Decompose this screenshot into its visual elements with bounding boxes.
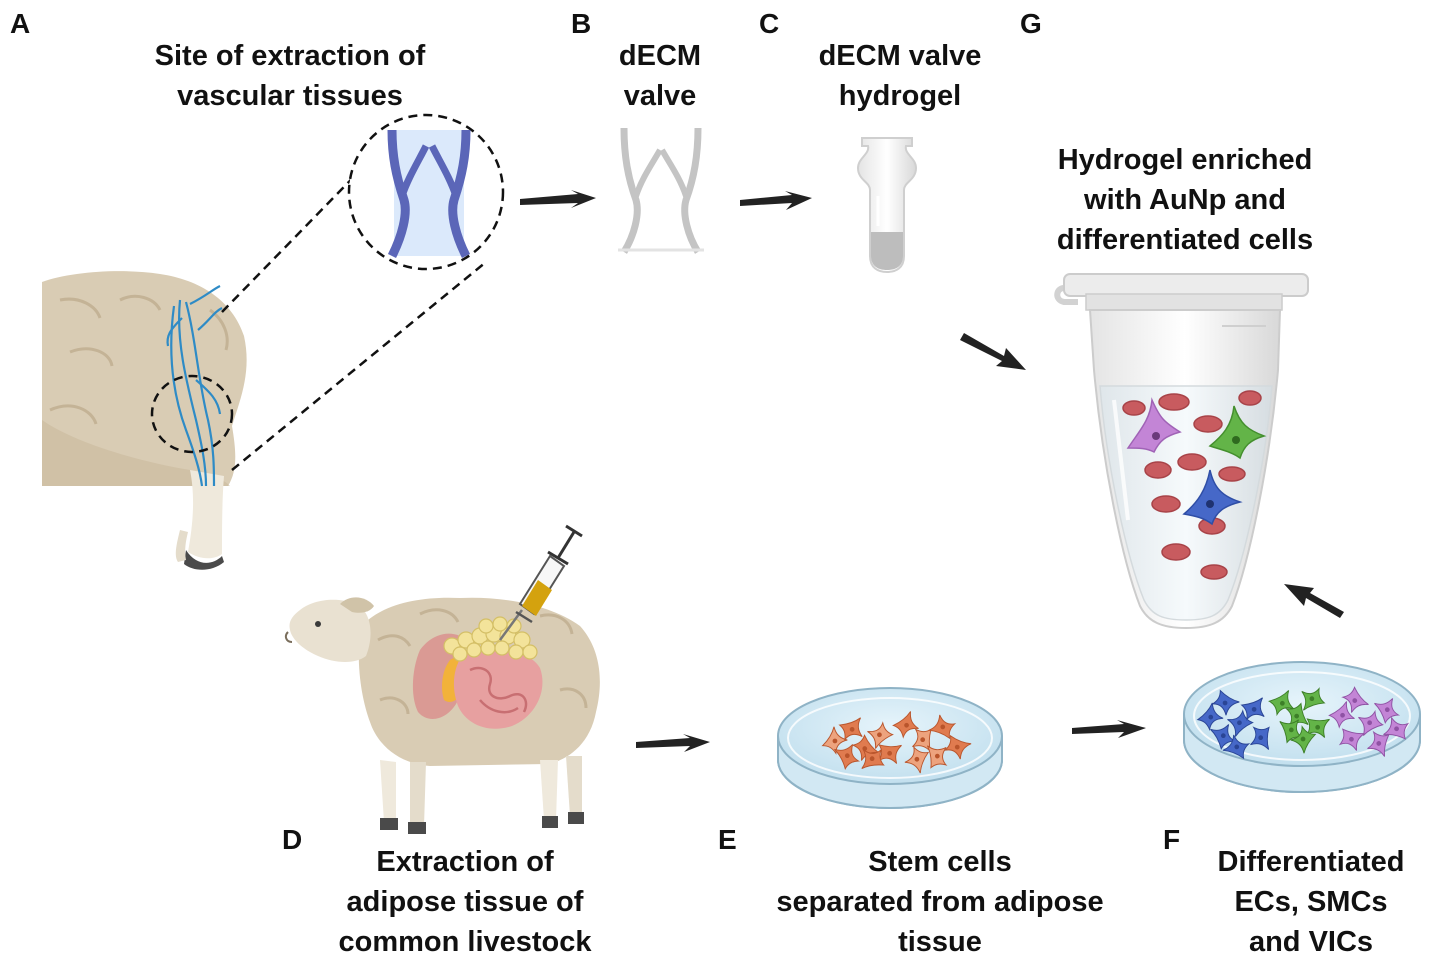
arrow-icon xyxy=(740,191,812,210)
caption-g-line-3: differentiated cells xyxy=(1056,224,1314,256)
panel-letter-a: A xyxy=(10,8,31,39)
caption-d-line-3: common livestock xyxy=(338,926,592,958)
decm-valve-icon xyxy=(618,127,704,254)
arrow-icon xyxy=(960,333,1026,370)
eppendorf-tube-icon xyxy=(1054,273,1309,630)
caption-d-line-1: Extraction of xyxy=(376,846,554,878)
caption-f-line-3: and VICs xyxy=(1248,926,1374,958)
caption-a-line-1: Site of extraction of xyxy=(154,40,426,72)
panel-letter-b: B xyxy=(571,8,592,39)
endothelial-cell xyxy=(1210,724,1237,750)
endothelial-cell xyxy=(1222,734,1251,760)
caption-e-line-1: Stem cells xyxy=(868,846,1012,878)
endothelial-cell xyxy=(1250,726,1270,750)
caption-f: Differentiated ECs, SMCs and VICs xyxy=(1196,842,1426,962)
stem-cell xyxy=(928,714,957,740)
arrow-icon xyxy=(520,190,596,208)
smooth-muscle-cell xyxy=(1306,718,1330,738)
stem-cell xyxy=(878,744,902,764)
caption-d: Extraction of adipose tissue of common l… xyxy=(300,842,630,962)
panel-letter-d: D xyxy=(282,824,303,855)
arrow-icon xyxy=(636,734,710,752)
stem-cell xyxy=(943,734,972,760)
panel-letter-g: G xyxy=(1020,8,1042,39)
valve-interstitial-cell xyxy=(1328,701,1355,729)
syringe-icon xyxy=(498,524,583,641)
hydrogel-tube-icon xyxy=(856,137,918,274)
stem-cell xyxy=(912,728,932,752)
valve-interstitial-cell xyxy=(1126,397,1182,454)
valve-interstitial-cell xyxy=(1367,730,1390,757)
caption-f-line-1: Differentiated xyxy=(1217,846,1405,878)
extraction-site-circle xyxy=(150,374,234,454)
arrow-icon xyxy=(1284,584,1344,618)
caption-e-line-2: separated from adipose xyxy=(776,886,1104,918)
caption-a-line-2: vascular tissues xyxy=(177,80,403,112)
endothelial-cell xyxy=(1182,469,1243,526)
caption-e: Stem cells separated from adipose tissue xyxy=(740,842,1140,962)
valve-interstitial-cell xyxy=(1338,728,1365,751)
stem-cells xyxy=(821,711,972,774)
caption-b-line-1: dECM xyxy=(618,40,702,72)
caption-a: Site of extraction of vascular tissues xyxy=(110,36,470,116)
caption-c-line-1: dECM valve xyxy=(818,40,982,72)
stem-cell xyxy=(867,721,894,749)
blood-vessels xyxy=(166,285,223,487)
caption-b-line-2: valve xyxy=(623,80,697,112)
differentiated-cells xyxy=(1196,686,1410,760)
caption-f-line-2: ECs, SMCs xyxy=(1234,886,1388,918)
caption-g: Hydrogel enriched with AuNp and differen… xyxy=(1010,140,1360,260)
caption-g-line-1: Hydrogel enriched xyxy=(1057,144,1313,176)
smooth-muscle-cell xyxy=(1301,687,1326,711)
caption-c: dECM valve hydrogel xyxy=(790,36,1010,116)
stem-cell xyxy=(927,745,948,769)
valve-interstitial-cell xyxy=(1374,698,1401,724)
smooth-muscle-cell xyxy=(1279,719,1303,744)
stem-cell xyxy=(861,748,885,769)
red-cells xyxy=(1122,390,1262,580)
zoom-line-bottom xyxy=(231,261,487,471)
caption-e-line-3: tissue xyxy=(898,926,982,958)
stem-cell xyxy=(904,745,930,774)
stem-cell xyxy=(838,717,863,741)
valve-interstitial-cell xyxy=(1383,717,1410,740)
panel-letter-e: E xyxy=(718,824,737,855)
caption-c-line-2: hydrogel xyxy=(838,80,962,112)
stem-cell xyxy=(892,711,919,739)
vein-valve-icon xyxy=(347,113,505,271)
smooth-muscle-cell xyxy=(1208,405,1267,460)
panel-letter-c: C xyxy=(759,8,780,39)
adipose-tissue xyxy=(443,616,538,662)
caption-b: dECM valve xyxy=(590,36,730,116)
endothelial-cell xyxy=(1196,702,1224,732)
caption-d-line-2: adipose tissue of xyxy=(346,886,584,918)
stem-cell xyxy=(834,744,861,770)
panel-letter-f: F xyxy=(1163,824,1181,855)
caption-g-line-2: with AuNp and xyxy=(1084,184,1286,216)
sheep-hindquarter-icon xyxy=(42,271,247,570)
endothelial-cell xyxy=(1227,709,1254,737)
valve-interstitial-cell xyxy=(1341,686,1369,713)
arrow-icon xyxy=(1072,720,1146,738)
endothelial-cell xyxy=(1240,697,1265,721)
stem-cell xyxy=(821,726,848,755)
smooth-muscle-cell xyxy=(1290,725,1317,754)
valve-interstitial-cell xyxy=(1358,709,1384,736)
endothelial-cell xyxy=(1211,689,1240,716)
